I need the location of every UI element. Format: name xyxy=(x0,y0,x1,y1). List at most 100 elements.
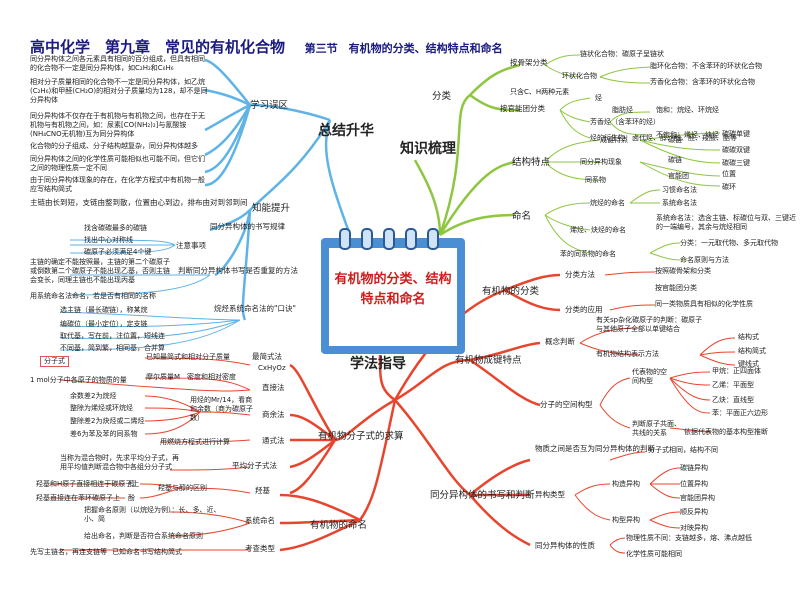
alkene-rule: 系统命名法：选含主链、标碳位与双、三键近的一端编号，其余与烷烃相同 xyxy=(656,214,796,231)
binder-ring-icon xyxy=(405,228,417,250)
struct-repr: 结构简式 xyxy=(738,347,766,355)
ring-compound: 环状化合物 xyxy=(562,72,597,80)
shang-rule: 余数差2为烷烃 xyxy=(70,392,117,400)
learn-item: 同分异构体之间的化学性质可能相似也可能不同，但它们之间的物理性质一定不同 xyxy=(30,155,205,172)
chain-compound: 链状化合物：碳原子呈链状 xyxy=(580,50,664,58)
branch-method: 学法指导 xyxy=(350,356,406,372)
naming-method-title: 有机物的命名 xyxy=(310,520,368,531)
spatial-rep: 代表物的空间构型 xyxy=(632,368,667,385)
isomer-type: 位置 xyxy=(722,170,736,178)
learn-item: 同分异构体不仅存在于有机物与有机物之间，也存在于无机物与有机物之间，如：尿素[C… xyxy=(30,112,205,138)
struct-repr: 结构式 xyxy=(738,333,759,341)
isomer-title: 同分异构体的书写和判断 xyxy=(430,490,535,501)
coplanar: 判断原子共面、共线的关系 xyxy=(632,420,681,437)
average-item: 当称为混合物时，先求平均分子式，再用平均值判断混合物中各组分分子式 xyxy=(60,454,179,471)
hydroxy: 羟基 xyxy=(255,486,270,495)
coplanar-item: 依据代表物的基本构型推断 xyxy=(684,428,768,436)
shang-rule: 差6为苯及苯的同系物 xyxy=(70,430,138,438)
arom-hydrocarbon: 芳香烃（含苯环的烃） xyxy=(590,118,660,126)
general: 通式法 xyxy=(262,436,285,445)
section-title: 第三节 有机物的分类、结构特点和命名 xyxy=(304,42,503,55)
check-type: 考查类型 xyxy=(245,544,275,553)
formula-left: 分子式 xyxy=(40,356,69,367)
benzene-rule: 命名原则与方法 xyxy=(680,256,729,264)
judge-note: 用系统命名法命名，若是否有相同的名称 xyxy=(30,292,156,300)
learn-item: 由于同分异构体现象的存在，在化学方程式中有机物一般应写结构简式 xyxy=(30,176,205,193)
concept-item: 有关sp杂化碳原子的判断：碳原子与其他原子全部以单键结合 xyxy=(596,316,703,333)
classify-method-item: 按照碳骨架和分类 xyxy=(655,267,711,275)
spatial-item: 乙烯：平面型 xyxy=(712,381,754,389)
sys-item: 把握命名原则（以烷烃为例）：长、多、近、小、简 xyxy=(84,506,221,523)
bond-type: 碳环 xyxy=(722,183,736,191)
aliph-unsat: 不饱和：烯烃、炔烃 xyxy=(656,131,719,139)
bond-type: 碳碳双键 xyxy=(722,146,750,154)
shang-rule: 整除差2为炔烃或二烯烃 xyxy=(70,417,145,425)
check-left: 先写主链名，再连支链等 xyxy=(30,548,107,556)
branch-summary: 总结升华 xyxy=(318,123,374,139)
formula-title: 有机物分子式的求算 xyxy=(318,431,404,442)
check-item: 已知命名书写结构简式 xyxy=(112,548,182,556)
notice-item: 找出中心对称线 xyxy=(84,236,133,244)
bond-type: 碳碳三键 xyxy=(722,159,750,167)
benzene-naming: 苯的同系物的命名 xyxy=(560,250,616,258)
hydrocarbon-label: 烃 xyxy=(595,94,602,102)
simplest: 最简式法 xyxy=(252,352,282,361)
alkane-naming: 烷烃的命名 xyxy=(590,199,625,207)
aromatic: 芳香化合物：含苯环的环状化合物 xyxy=(650,78,755,86)
stereo-iso: 构型异构 xyxy=(612,516,640,524)
hydroxy-left: 羟基和H原子直接相连于碳原子上 xyxy=(36,480,140,488)
aliphatic: 脂肪烃 xyxy=(612,106,633,114)
notice-item: 找含碳碳最多的碳链 xyxy=(84,224,147,232)
classify-title: 有机物的分类 xyxy=(482,286,540,297)
naming-title: 命名 xyxy=(512,211,532,222)
aliph-sat: 饱和：烷烃、环烷烃 xyxy=(656,106,719,114)
by-skeleton: 按骨架分类 xyxy=(510,58,548,67)
direct-left: 1 mol分子中各原子的物质的量 xyxy=(30,376,127,384)
bond-type: 碳链 xyxy=(668,136,682,144)
hydroxy-item: 酚 xyxy=(128,494,135,502)
shang-rule: 整除为烯烃或环烷烃 xyxy=(70,404,133,412)
spatial-item: 乙炔：直线型 xyxy=(712,396,754,404)
classify-apply-item: 同一类物质具有相似的化学性质 xyxy=(655,300,753,308)
spatial-item: 甲烷：正四面体 xyxy=(712,367,761,375)
classify-apply: 分类的应用 xyxy=(565,305,603,314)
shang-item: 用烃的Mr/14，看商和余数（商为碳原子数） xyxy=(190,396,253,422)
page-title: 高中化学 第九章 常见的有机化合物 xyxy=(30,38,286,56)
write-rule: 主链由长到短，支链由整到散，位置由心到边，排布由对到邻到间 xyxy=(30,198,248,207)
name-rule-title: 烷烃系统命名法的"口诀" xyxy=(214,304,296,313)
binder-ring-icon xyxy=(339,228,351,250)
branch-knowledge: 知识梳理 xyxy=(400,141,456,157)
bonding: 成键特点 xyxy=(600,136,628,144)
name-rule-item: 不同基，简到繁，相同基，合并算 xyxy=(60,344,165,352)
isomer-prop-item: 化学性质可能相同 xyxy=(626,550,682,558)
struct-repr: 键线式 xyxy=(738,360,759,368)
judge-text: 主链的确定不能按照最，主链的第二个碳原子或倒数第二个碳原子不能出现乙基，否则主链… xyxy=(30,258,170,284)
by-group: 按官能团分类 xyxy=(500,104,545,113)
concept: 概念判断 xyxy=(545,337,575,346)
notice-title: 注意事项 xyxy=(176,241,206,250)
bonding-title: 有机物成键特点 xyxy=(455,355,522,366)
derivative: 烃的衍生物：卤代烃、醇、酚、醛、羧酸、酯等 xyxy=(590,134,737,142)
center-board: 有机物的分类、结构特点和命名 xyxy=(321,226,465,354)
center-title: 有机物的分类、结构特点和命名 xyxy=(334,272,452,307)
sys-naming: 系统命名 xyxy=(245,516,275,525)
learn-item: 同分异构体之间各元素具有相同的百分组成，但具有相同的化合物不一定是同分异构体，如… xyxy=(30,55,205,72)
benzene-rule: 分类：一元取代物、多元取代物 xyxy=(680,239,778,247)
isomer-type: 碳链 xyxy=(668,156,682,164)
isomerism: 同分异构现象 xyxy=(580,158,622,166)
struct-iso-item: 碳链异构 xyxy=(680,464,708,472)
direct: 直接法 xyxy=(262,383,285,392)
name-rule-item: 取代基，写在前，注位置，短线连 xyxy=(60,332,165,340)
sys-item: 给出命名，判断是否符合系统命名原则 xyxy=(84,532,203,540)
binder-ring-icon xyxy=(383,228,395,250)
struct-iso: 构造异构 xyxy=(612,480,640,488)
struct-iso-item: 官能团异构 xyxy=(680,494,715,502)
average: 平均分子式法 xyxy=(232,461,277,470)
spatial-item: 苯：平面正六边形 xyxy=(712,409,768,417)
concept-item: 有机物结构表示方法 xyxy=(596,350,659,358)
isomer-prop-item: 物理性质不同：支链越多，熔、沸点越低 xyxy=(626,534,752,542)
struct-title: 结构特点 xyxy=(512,157,551,168)
binder-ring-icon xyxy=(427,228,439,250)
